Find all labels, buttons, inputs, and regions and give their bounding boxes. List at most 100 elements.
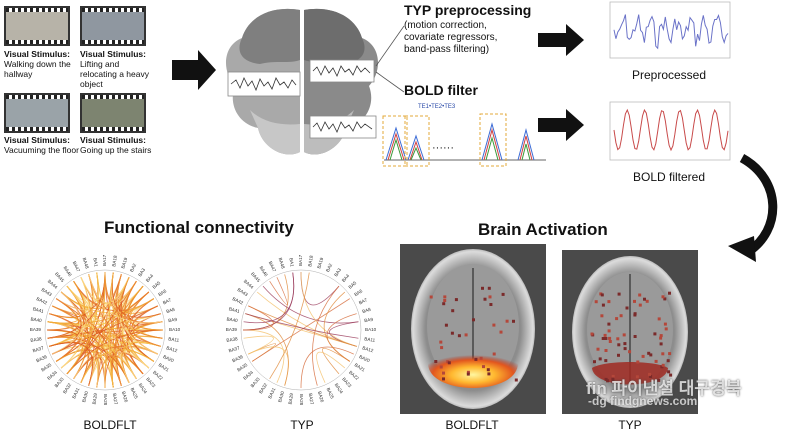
typ-detail-line: (motion correction, [404,20,487,31]
activation-voxel [601,337,605,340]
connectivity-edge [52,277,89,355]
activation-voxel [598,357,602,361]
connectivity-region-label: BA3 [137,267,146,277]
fc-typ-label: TYP [290,418,314,432]
connectivity-edge [243,335,274,355]
activation-voxel [487,372,491,376]
activation-voxel [451,309,455,313]
connectivity-edge [96,271,106,302]
connectivity-region-label: BA2 [129,262,137,272]
connectivity-region-label: BA19 [120,257,128,270]
activation-voxel [643,297,646,301]
connectivity-region-label: BA46 [258,265,269,278]
activation-voxel [492,352,496,356]
connectivity-edge [245,313,359,339]
connectivity-region-label: BA22 [348,370,360,381]
connectivity-region-label: BA48 [82,257,90,270]
connectivity-region-label: BA7 [162,297,172,305]
connectivity-region-label: BA26 [121,391,129,404]
activation-voxel [483,297,487,301]
activation-voxel [596,347,600,351]
activation-voxel [649,353,653,357]
connectivity-edge [269,272,310,380]
connectivity-region-label: BA11 [364,336,376,343]
connectivity-region-label: BA47 [268,260,277,273]
te-label: TE1•TE2•TE3 [418,104,456,110]
bold-filter-title: BOLD filter [404,82,478,98]
connectivity-region-label: BA41 [228,306,241,314]
connectivity-region-label: BA4 [341,273,351,283]
activation-boldflt-label: BOLDFLT [445,418,499,432]
connectivity-region-label: BA23 [145,377,156,389]
connectivity-edge [323,291,351,362]
activation-voxel [488,295,492,299]
connectivity-edge [47,298,155,324]
connectivity-edge [132,305,163,339]
arrow-right-icon [538,109,584,141]
activation-voxel [442,302,446,306]
connectivity-edge [132,321,163,347]
connectivity-edge [108,272,114,388]
activation-voxel [654,359,658,363]
te-peaks-diagram [382,113,546,167]
stimulus-caption-3: Visual Stimulus:Vacuuming the floor [4,135,79,155]
activation-voxel [616,337,620,341]
activation-voxel [590,332,594,336]
activation-voxel [457,334,461,338]
activation-voxel [607,300,611,304]
activation-voxel [615,317,619,321]
connectivity-edge [116,274,144,375]
activation-voxel [622,333,626,337]
preprocessed-label: Preprocessed [631,68,707,82]
connectivity-edge [49,313,89,383]
connectivity-region-label: BA27 [308,393,315,405]
activation-voxel [659,336,663,340]
connectivity-edge [80,277,163,324]
activation-voxel [668,352,672,356]
connectivity-region-label: BA43 [237,287,250,298]
activation-voxel [443,295,447,299]
connectivity-region-label: BA24 [138,382,149,395]
activation-voxel [668,291,671,295]
activation-voxel [594,300,598,304]
activation-voxel [593,360,596,364]
activation-voxel [623,347,627,351]
activation-voxel [636,360,640,364]
activation-voxel [648,372,652,376]
connectivity-edge [66,329,164,375]
activation-voxel [446,360,450,364]
activation-title: Brain Activation [478,220,608,239]
activation-voxel [653,332,657,336]
watermark-line-1: fin 파이낸셜 대구경북 [586,379,742,398]
connectivity-region-label: BA43 [41,287,54,298]
typ-detail-line: band-pass filtering) [404,44,490,55]
activation-voxel [482,365,485,369]
activation-voxel [661,363,665,367]
connectivity-region-label: BA48 [278,257,286,270]
activation-voxel [464,333,468,337]
activation-voxel [466,370,470,374]
activation-voxel [512,319,515,323]
connectivity-region-label: BA26 [317,391,325,404]
activation-voxel [604,337,608,340]
activation-voxel [440,346,444,350]
activation-voxel [633,335,637,338]
activation-voxel [442,371,445,375]
connectivity-region-label: BA21 [158,362,171,373]
preprocessed-plot [609,1,731,59]
connectivity-region-label: BA34 [46,370,58,381]
connectivity-region-label: BA17 [298,254,303,266]
arrow-right-icon [538,24,584,56]
connectivity-region-label: BA45 [54,271,65,283]
typ-detail-line: covariate regressors, [404,32,498,43]
activation-voxel [472,318,475,322]
stimulus-caption-4: Visual Stimulus:Going up the stairs [80,135,152,155]
connectivity-region-label: BA18 [307,255,314,267]
connectivity-region-label: BA42 [36,296,49,305]
activation-voxel [611,374,615,378]
activation-voxel [625,306,629,310]
activation-voxel [450,331,454,335]
activation-voxel [607,329,611,333]
